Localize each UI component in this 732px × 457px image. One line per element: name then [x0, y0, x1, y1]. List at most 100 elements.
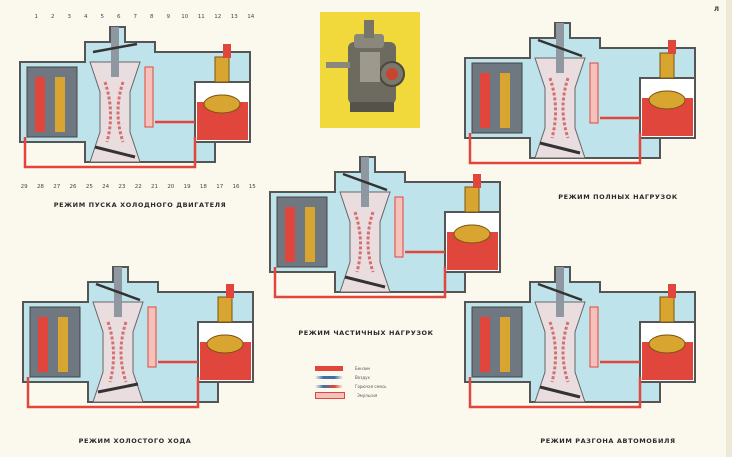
callout-number: 11 [197, 14, 205, 20]
throttle-plate [539, 141, 581, 155]
callout-number: 19 [183, 184, 191, 190]
fuel-channel [26, 360, 200, 409]
callout-number: 24 [102, 184, 110, 190]
mixture-flow [103, 81, 125, 143]
emulsion-tube [394, 196, 404, 258]
needle-valve [217, 296, 233, 323]
needle-valve [659, 52, 675, 79]
choke-plate [95, 282, 141, 302]
mixture-flow [106, 321, 128, 383]
needle-valve [464, 186, 480, 213]
mixture-flow [548, 77, 570, 139]
jet-well [480, 317, 510, 372]
legend-swatch-fuel [315, 366, 343, 371]
emulsion-tube [144, 66, 154, 128]
caption-idle: РЕЖИМ ХОЛОСТОГО ХОДА [78, 437, 192, 445]
fuel-inlet [668, 284, 676, 298]
callout-number: 13 [230, 14, 238, 20]
callout-number: 22 [134, 184, 142, 190]
callout-number: 29 [20, 184, 28, 190]
callout-number: 9 [166, 14, 171, 20]
legend-label: Воздух [355, 375, 370, 380]
callout-number: 5 [100, 14, 105, 20]
emulsion-tube [589, 306, 599, 368]
venturi [534, 57, 586, 159]
caption-full-load: РЕЖИМ ПОЛНЫХ НАГРУЗОК [558, 193, 678, 201]
fuel-inlet [473, 174, 481, 188]
mixture-flow [353, 211, 375, 273]
caption-acceleration: РЕЖИМ РАЗГОНА АВТОМОБИЛЯ [540, 437, 676, 445]
float [648, 90, 686, 110]
choke-plate [92, 42, 138, 54]
callout-number: 1 [34, 14, 39, 20]
fuel-inlet [223, 44, 231, 58]
choke-plate [537, 282, 583, 302]
venturi [339, 191, 391, 293]
float [453, 224, 491, 244]
callout-number: 8 [150, 14, 154, 20]
float [203, 94, 241, 114]
legend-swatch-emulsion [315, 392, 345, 399]
venturi [534, 301, 586, 403]
callout-number: 7 [133, 14, 138, 20]
legend-swatch-air [315, 376, 343, 379]
callout-number: 2 [51, 14, 55, 20]
legend-swatch-mixture [315, 385, 343, 388]
jet-well [38, 317, 68, 372]
legend-item: Горючая смесь [315, 382, 387, 391]
float [648, 334, 686, 354]
legend-label: Эмульсия [357, 393, 378, 398]
callout-number: 27 [53, 184, 61, 190]
callout-number: 14 [247, 14, 255, 20]
page-number: Л [714, 6, 719, 13]
caption-cold-start: РЕЖИМ ПУСКА ХОЛОДНОГО ДВИГАТЕЛЯ [53, 201, 227, 209]
fuel-channel [468, 360, 642, 409]
carburetor-diagram-cold-start [19, 26, 251, 169]
legend: Бензин Воздух Горючая смесь Эмульсия [315, 364, 387, 400]
mixture-flow [548, 321, 570, 383]
callout-number: 20 [167, 184, 175, 190]
carburetor-photo [320, 12, 420, 128]
callout-number: 23 [118, 184, 126, 190]
carburetor-diagram-partial-load [269, 156, 501, 299]
emulsion-tube [147, 306, 157, 368]
legend-item: Воздух [315, 373, 387, 382]
throttle-plate [344, 275, 386, 289]
caption-partial-load: РЕЖИМ ЧАСТИЧНЫХ НАГРУЗОК [298, 329, 434, 337]
left-chamber [29, 306, 81, 378]
legend-item: Бензин [315, 364, 387, 373]
left-chamber [26, 66, 78, 138]
choke-plate [342, 172, 388, 192]
carburetor-diagram-idle [22, 266, 254, 409]
callout-number: 28 [36, 184, 44, 190]
venturi [89, 61, 141, 163]
throttle-plate [94, 145, 136, 159]
legend-label: Горючая смесь [355, 384, 387, 389]
callout-number: 25 [85, 184, 93, 190]
callout-number: 3 [67, 14, 72, 20]
fuel-inlet [668, 40, 676, 54]
left-chamber [471, 62, 523, 134]
callout-number: 4 [84, 14, 88, 20]
callout-number: 15 [248, 184, 256, 190]
jet-well [35, 77, 65, 132]
fuel-channel [468, 116, 642, 165]
float [206, 334, 244, 354]
air-tube [111, 27, 119, 77]
fuel-inlet [226, 284, 234, 298]
callout-number: 16 [232, 184, 240, 190]
legend-label: Бензин [355, 366, 371, 371]
needle-valve [214, 56, 230, 83]
legend-item: Эмульсия [315, 391, 387, 400]
fuel-channel [273, 250, 447, 299]
carburetor-photo-illustration [326, 20, 405, 112]
page-edge [726, 0, 732, 457]
fuel-channel [23, 120, 197, 169]
choke-plate [537, 38, 583, 58]
carburetor-diagram-acceleration [464, 266, 696, 409]
jet-well [480, 73, 510, 128]
carburetor-diagram-full-load [464, 22, 696, 165]
needle-valve [659, 296, 675, 323]
